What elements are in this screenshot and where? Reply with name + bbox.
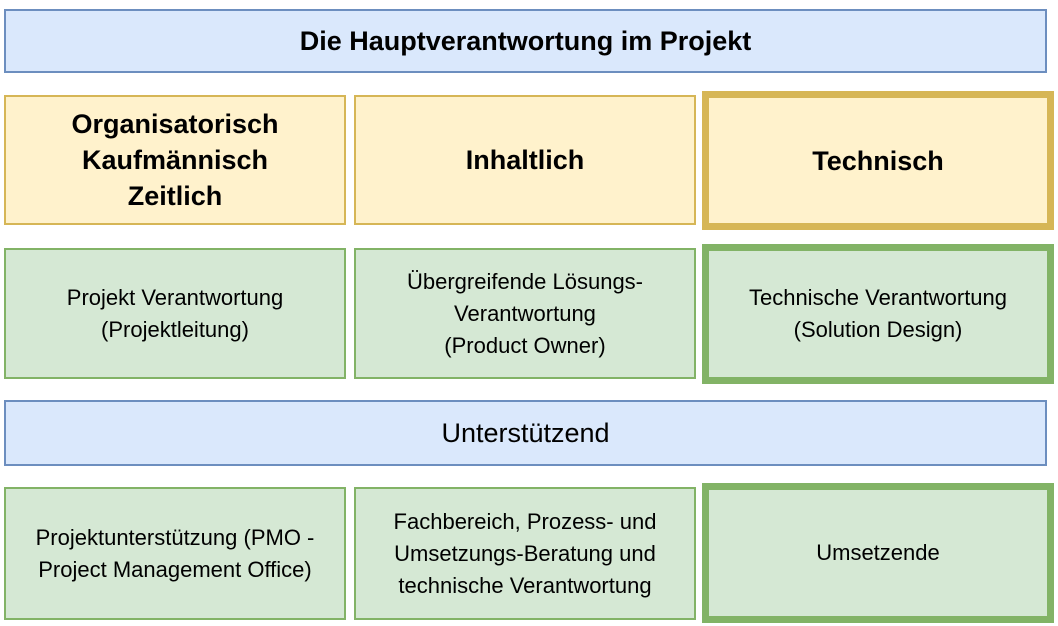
cell-projekt-verantwortung: Projekt Verantwortung (Projektleitung)	[4, 248, 346, 379]
diagram-title: Die Hauptverantwortung im Projekt	[4, 9, 1047, 73]
cell-umsetzende: Umsetzende	[702, 483, 1054, 623]
cell-fachbereich-beratung: Fachbereich, Prozess- und Umsetzungs-Ber…	[354, 487, 696, 620]
cell-projektunterstuetzung: Projektunterstützung (PMO - Project Mana…	[4, 487, 346, 620]
header-organisatorisch: Organisatorisch Kaufmännisch Zeitlich	[4, 95, 346, 225]
header-technisch: Technisch	[702, 91, 1054, 230]
cell-loesungs-verantwortung: Übergreifende Lösungs- Verantwortung (Pr…	[354, 248, 696, 379]
header-inhaltlich: Inhaltlich	[354, 95, 696, 225]
cell-technische-verantwortung: Technische Verantwortung (Solution Desig…	[702, 244, 1054, 384]
section-unterstuetzend: Unterstützend	[4, 400, 1047, 466]
